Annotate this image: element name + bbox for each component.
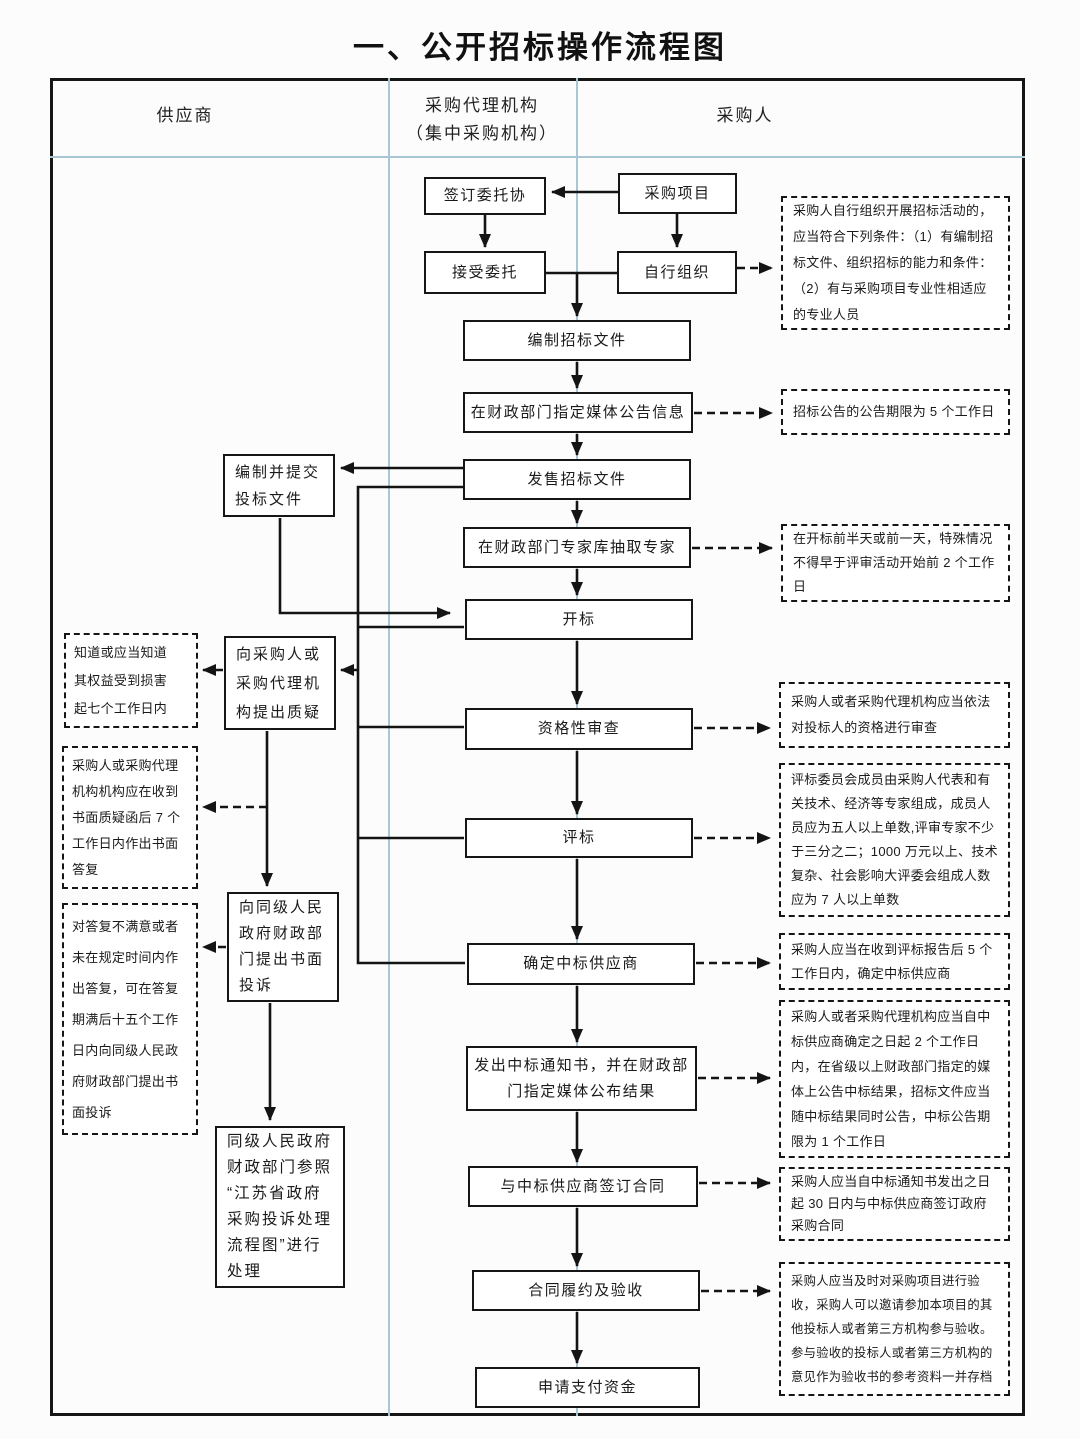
node-procurement-project: 采购项目	[618, 173, 737, 214]
note-contract-timing: 采购人应当自中标通知书发出之日起 30 日内与中标供应商签订政府采购合同	[779, 1167, 1010, 1241]
node-evaluate-bids: 评标	[465, 818, 693, 858]
note-written-reply: 采购人或采购代理 机构机构应在收到 书面质疑函后 7 个 工作日内作出书面 答复	[62, 746, 198, 889]
node-self-organize: 自行组织	[617, 251, 737, 294]
node-contract-acceptance: 合同履约及验收	[472, 1270, 700, 1311]
node-handle-complaint: 同级人民政府 财政部门参照 “江苏省政府 采购投诉处理 流程图”进行 处理	[215, 1126, 345, 1288]
diagram-title: 一、公开招标操作流程图	[353, 30, 727, 65]
node-sign-agreement: 签订委托协	[424, 177, 546, 215]
node-qualification-review: 资格性审查	[465, 708, 693, 750]
node-open-bids: 开标	[465, 599, 693, 640]
header-separator-line	[50, 156, 1025, 158]
node-file-complaint: 向同级人民 政府财政部 门提出书面 投诉	[227, 892, 339, 1002]
lane-divider-left	[388, 78, 390, 1416]
node-sign-contract: 与中标供应商签订合同	[468, 1166, 698, 1207]
column-header-agency: 采购代理机构 （集中采购机构）	[398, 92, 566, 148]
node-determine-winner: 确定中标供应商	[467, 943, 695, 985]
node-draw-experts: 在财政部门专家库抽取专家	[463, 527, 691, 568]
node-raise-query: 向采购人或 采购代理机 构提出质疑	[224, 636, 336, 730]
agency-line1: 采购代理机构	[425, 96, 539, 115]
node-issue-notice: 发出中标通知书，并在财政部门指定媒体公布结果	[466, 1046, 697, 1111]
note-announcement-period: 招标公告的公告期限为 5 个工作日	[781, 389, 1010, 435]
diagram-border	[50, 78, 1025, 1416]
node-accept-commission: 接受委托	[424, 251, 546, 294]
note-expert-draw-timing: 在开标前半天或前一天，特殊情况不得早于评审活动开始前 2 个工作日	[781, 524, 1010, 602]
column-header-purchaser: 采购人	[716, 106, 774, 125]
note-unsatisfied-reply: 对答复不满意或者 未在规定时间内作 出答复，可在答复 期满后十五个工作 日内向同…	[62, 903, 198, 1135]
node-sell-docs: 发售招标文件	[463, 459, 691, 500]
node-announce-media: 在财政部门指定媒体公告信息	[463, 392, 693, 433]
note-acceptance-rules: 采购人应当及时对采购项目进行验收，采购人可以邀请参加本项目的其他投标人或者第三方…	[779, 1262, 1010, 1396]
note-result-announcement: 采购人或者采购代理机构应当自中标供应商确定之日起 2 个工作日内，在省级以上财政…	[779, 1000, 1010, 1158]
node-prepare-tender-docs: 编制招标文件	[463, 320, 691, 361]
note-self-organize-conditions: 采购人自行组织开展招标活动的，应当符合下列条件：（1）有编制招标文件、组织招标的…	[781, 196, 1010, 330]
column-header-supplier: 供应商	[156, 106, 214, 125]
note-know-rights: 知道或应当知道 其权益受到损害 起七个工作日内	[64, 633, 198, 728]
note-winner-timing: 采购人应当在收到评标报告后 5 个工作日内，确定中标供应商	[779, 933, 1010, 990]
note-evaluation-committee: 评标委员会成员由采购人代表和有关技术、经济等专家组成，成员人员应为五人以上单数,…	[779, 763, 1010, 917]
node-request-payment: 申请支付资金	[475, 1367, 700, 1408]
agency-line2: （集中采购机构）	[406, 124, 558, 143]
node-prepare-bid: 编制并提交 投标文件	[223, 454, 335, 517]
note-qualification-review: 采购人或者采购代理机构应当依法对投标人的资格进行审查	[779, 682, 1010, 748]
